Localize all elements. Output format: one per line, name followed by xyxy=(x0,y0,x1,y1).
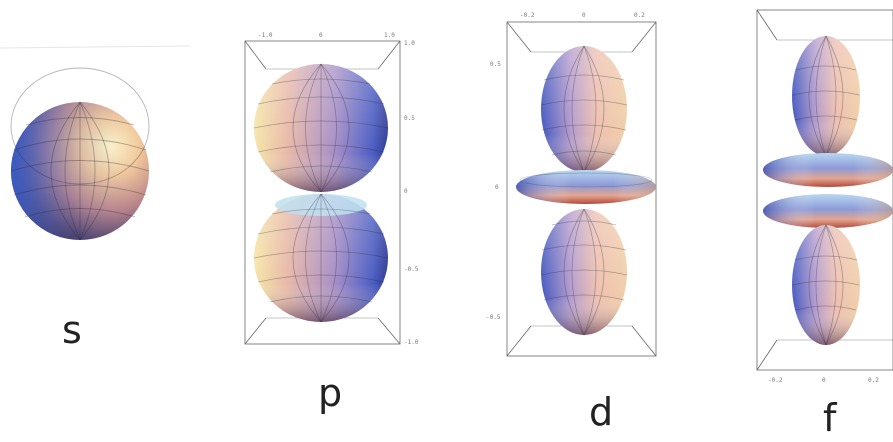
d-orbital-lower-lobe xyxy=(540,208,628,336)
p-orbital-lower-lobe xyxy=(253,193,389,323)
svg-text:1.0: 1.0 xyxy=(384,32,395,39)
f-orbital: -0.2 0 0.2 xyxy=(756,9,893,384)
f-orbital-upper-ring xyxy=(763,153,893,187)
svg-text:-0.5: -0.5 xyxy=(486,314,501,321)
f-orbital-lower-lobe xyxy=(792,224,860,346)
p-orbital-ticks: -1.0 0 1.0 1.0 0.5 0 -0.5 -1.0 xyxy=(258,32,419,346)
f-orbital-label: f xyxy=(823,396,837,440)
svg-text:-0.2: -0.2 xyxy=(520,12,535,19)
f-orbital-ticks: -0.2 0 0.2 xyxy=(768,377,879,384)
svg-text:0: 0 xyxy=(404,188,408,195)
s-orbital-mesh xyxy=(10,67,150,241)
d-orbital: -0.2 0 0.2 0.5 0 -0.5 xyxy=(486,12,657,357)
svg-text:0.5: 0.5 xyxy=(404,115,415,122)
p-orbital: -1.0 0 1.0 1.0 0.5 0 -0.5 -1.0 xyxy=(244,32,419,346)
p-orbital-label: p xyxy=(318,371,343,415)
svg-text:-1.0: -1.0 xyxy=(258,32,273,39)
svg-text:-1.0: -1.0 xyxy=(404,339,419,346)
svg-text:-0.2: -0.2 xyxy=(768,377,783,384)
f-orbital-lower-ring xyxy=(763,194,893,228)
svg-text:0: 0 xyxy=(582,12,586,19)
svg-text:1.0: 1.0 xyxy=(404,40,415,47)
d-orbital-label: d xyxy=(589,390,614,434)
svg-text:0: 0 xyxy=(495,184,499,191)
s-orbital-label: s xyxy=(62,308,82,352)
svg-text:0: 0 xyxy=(319,32,323,39)
svg-text:0: 0 xyxy=(822,377,826,384)
svg-text:0.2: 0.2 xyxy=(634,12,645,19)
s-orbital xyxy=(10,67,150,241)
svg-text:0.5: 0.5 xyxy=(490,61,501,68)
svg-text:0.2: 0.2 xyxy=(868,377,879,384)
d-orbital-upper-lobe xyxy=(540,45,628,173)
d-orbital-ring xyxy=(516,170,656,204)
f-orbital-upper-lobe xyxy=(792,35,860,157)
d-orbital-ticks: -0.2 0 0.2 0.5 0 -0.5 xyxy=(486,12,645,321)
svg-text:-0.5: -0.5 xyxy=(404,266,419,273)
p-orbital-upper-lobe xyxy=(253,63,389,193)
